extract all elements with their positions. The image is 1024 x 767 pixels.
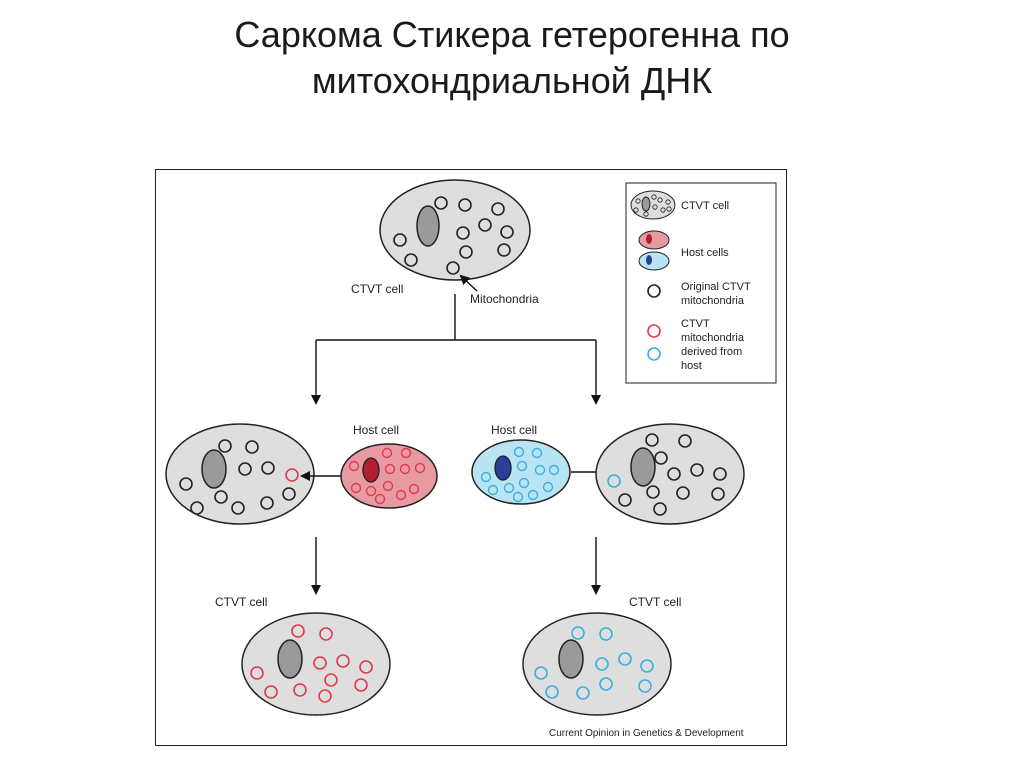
- branch-connector: [311, 294, 601, 405]
- legend-derived-mito-line2: mitochondria: [681, 332, 745, 344]
- blue-host-cell: [471, 439, 571, 505]
- legend-original-mito-line1: Original CTVT: [681, 281, 751, 293]
- middle-right-ctvt-cell: [595, 423, 745, 525]
- slide-title: Саркома Стикера гетерогенна по митохондр…: [0, 12, 1024, 104]
- nucleus: [416, 205, 440, 247]
- bottom-right-ctvt-cell: [522, 612, 672, 716]
- middle-left-ctvt-cell: [165, 423, 315, 525]
- mitochondria-group: [393, 196, 514, 275]
- mitochondria-group: [179, 439, 296, 515]
- mitochondria-group: [480, 446, 560, 503]
- legend-ctvt-cell-swatch: [630, 190, 676, 220]
- figure-credit: Current Opinion in Genetics & Developmen…: [549, 728, 744, 739]
- mitochondria-label: Mitochondria: [470, 292, 539, 306]
- legend-host-cells-label: Host cells: [681, 247, 729, 259]
- legend-derived-mito-line3: derived from: [681, 346, 742, 358]
- legend-derived-mito-red-swatch: [647, 324, 661, 338]
- nucleus: [201, 449, 227, 489]
- nucleus: [558, 639, 584, 679]
- mitochondria-pointer-arrow: [459, 274, 478, 292]
- mitochondria-group: [348, 447, 426, 505]
- nucleus: [494, 455, 512, 481]
- transferred-blue-mitochondrion: [607, 474, 621, 488]
- legend-ctvt-cell-label: CTVT cell: [681, 200, 729, 212]
- legend-host-cells-swatch: [638, 230, 670, 271]
- top-ctvt-cell-label: CTVT cell: [351, 282, 403, 296]
- bottom-left-ctvt-label: CTVT cell: [215, 595, 267, 609]
- mitochondria-group: [534, 626, 654, 700]
- legend-derived-mito-blue-swatch: [647, 347, 661, 361]
- bottom-right-ctvt-label: CTVT cell: [629, 595, 681, 609]
- legend-original-mito-swatch: [647, 284, 661, 298]
- host-cell-right-label: Host cell: [491, 423, 537, 437]
- legend-original-mito-line2: mitochondria: [681, 295, 745, 307]
- mitochondria-group: [618, 433, 727, 516]
- top-ctvt-cell: [379, 179, 531, 281]
- title-line-1: Саркома Стикера гетерогенна по: [234, 14, 790, 55]
- bottom-left-ctvt-cell: [241, 612, 391, 716]
- legend-derived-mito-line1: CTVT: [681, 318, 710, 330]
- transferred-red-mitochondrion: [285, 468, 299, 482]
- host-cell-left-label: Host cell: [353, 423, 399, 437]
- mitochondria-group: [250, 624, 373, 703]
- nucleus: [630, 447, 656, 487]
- red-host-cell: [340, 443, 438, 509]
- nucleus: [277, 639, 303, 679]
- legend-derived-mito-line4: host: [681, 360, 702, 372]
- title-line-2: митохондриальной ДНК: [311, 60, 713, 101]
- nucleus: [362, 457, 380, 483]
